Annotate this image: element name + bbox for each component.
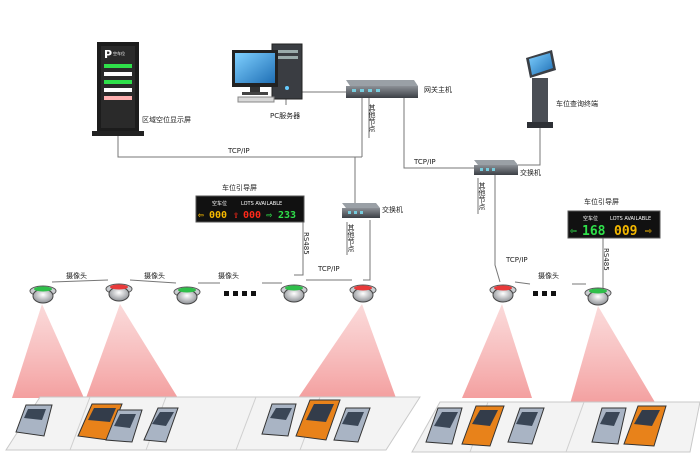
- car-icon: [591, 407, 627, 445]
- aux-node-label-1: 其他节点: [368, 104, 376, 133]
- red-up-arrow-icon: ⇧: [233, 210, 239, 221]
- query-kiosk-icon: [526, 50, 556, 128]
- network-switch-icon: [474, 160, 518, 175]
- green-left-arrow-icon: ⇦: [570, 224, 577, 237]
- yellow-right-arrow-icon: ⇨: [645, 224, 652, 237]
- rs485-right-label: RS485: [602, 248, 610, 271]
- dome-camera-icon: [280, 284, 308, 303]
- pillar-p-mark: P: [104, 48, 112, 61]
- dome-camera-icon: [105, 283, 133, 302]
- network-switch-icon: [342, 203, 380, 218]
- display-pillar-icon: P 空车位: [92, 42, 144, 136]
- camera-beams: [12, 304, 656, 404]
- guide-screen-left-label: 车位引导屏: [222, 183, 257, 192]
- car-icon: [461, 405, 505, 447]
- sign-right-value-green: 168: [582, 224, 606, 239]
- switch-mid-label: 交换机: [382, 205, 403, 214]
- switch-right-label: 交换机: [520, 168, 541, 177]
- tcpip-label-mid: TCP/IP: [317, 265, 340, 273]
- chain-ellipsis-left: [224, 291, 256, 296]
- sign-right-header-left: 空车位: [583, 215, 598, 222]
- car-icon: [333, 407, 371, 443]
- dome-camera-icon: [29, 285, 57, 304]
- camera-label-4: 摄像头: [538, 271, 559, 280]
- gateway-host-label: 网关主机: [424, 85, 452, 94]
- dome-camera-icon: [489, 284, 517, 303]
- zone-display-label: 区域空位显示屏: [142, 115, 191, 124]
- camera-label-2: 摄像头: [144, 271, 165, 280]
- sign-left-value-yellow: 000: [209, 210, 227, 221]
- rs485-left-label: RS485: [302, 232, 310, 255]
- sign-left-header-right: LOTS AVAILABLE: [241, 201, 282, 207]
- dome-camera-icon: [173, 286, 201, 305]
- sign-left-header-left: 空车位: [212, 200, 227, 207]
- guide-screen-right: 空车位 LOTS AVAILABLE ⇦ 168 009 ⇨: [567, 210, 661, 239]
- tcpip-label-left: TCP/IP: [227, 147, 250, 155]
- car-icon: [295, 399, 341, 441]
- car-icon: [143, 407, 179, 443]
- pillar-header: 空车位: [113, 50, 125, 56]
- aux-node-label-3: 其他节点: [347, 224, 355, 253]
- camera-label-1: 摄像头: [66, 271, 87, 280]
- chain-ellipsis-right: [533, 291, 556, 296]
- sign-right-value-yellow: 009: [614, 224, 637, 239]
- camera-label-3: 摄像头: [218, 271, 239, 280]
- car-icon: [261, 403, 297, 437]
- green-right-arrow-icon: ⇨: [266, 210, 272, 221]
- tcpip-label-right: TCP/IP: [413, 158, 436, 166]
- yellow-left-arrow-icon: ⇦: [198, 210, 204, 221]
- dome-camera-icon: [349, 284, 377, 303]
- desktop-computer-icon: [232, 43, 303, 103]
- query-terminal-label: 车位查询终端: [556, 99, 598, 108]
- car-icon: [425, 407, 463, 445]
- sign-right-header-right: LOTS AVAILABLE: [610, 216, 651, 222]
- pc-server-label: PC服务器: [270, 111, 300, 120]
- dome-camera-icon: [584, 287, 612, 306]
- car-icon: [507, 407, 545, 445]
- network-gateway-icon: [346, 80, 418, 98]
- guide-screen-right-label: 车位引导屏: [584, 197, 619, 206]
- guide-screen-left: 空车位 LOTS AVAILABLE ⇦ 000 ⇧ 000 ⇨ 233: [195, 195, 305, 223]
- sign-left-value-green: 233: [278, 210, 296, 221]
- car-icon: [623, 405, 667, 447]
- sign-left-value-red: 000: [243, 210, 261, 221]
- car-icon: [105, 409, 143, 443]
- aux-node-label-2: 其他节点: [478, 182, 486, 211]
- car-icon: [15, 404, 53, 437]
- tcpip-label-right2: TCP/IP: [505, 256, 528, 264]
